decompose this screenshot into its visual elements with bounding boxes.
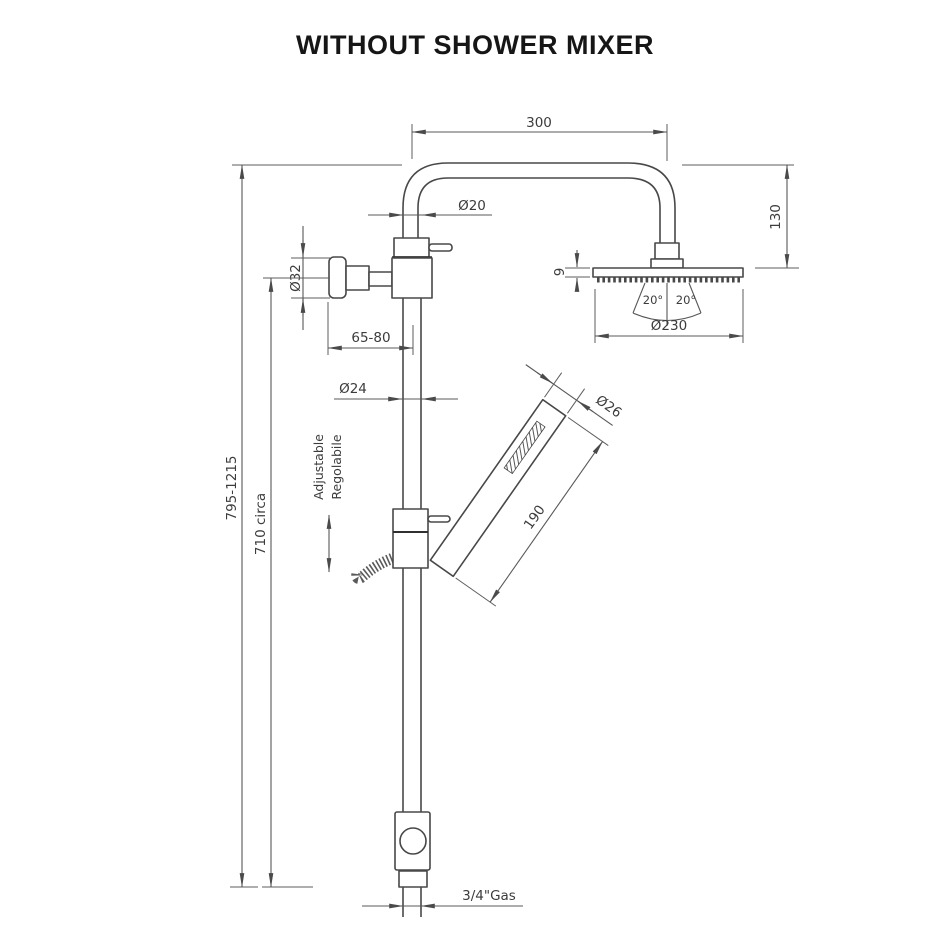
dim-label-wall-clearance: 65-80: [351, 330, 390, 346]
dim-label-overall-height: 795-1215: [224, 456, 240, 521]
dim-label-head-thickness: 9: [552, 268, 568, 277]
dim-label-column-height: 710 circa: [253, 493, 269, 555]
dim-label-spray-angle-right: 20°: [676, 293, 696, 307]
dim-label-head-diameter: Ø230: [651, 318, 687, 334]
dim-label-arm-pipe-diameter: Ø20: [458, 198, 486, 214]
page-title: WITHOUT SHOWER MIXER: [296, 30, 654, 60]
handset-body: [429, 398, 567, 578]
head-connector-lower: [650, 258, 684, 269]
wall-bracket: [328, 256, 393, 299]
riser-column: [391, 237, 453, 812]
diverter-valve: [394, 811, 431, 917]
dim-label-inlet-connection: 3/4"Gas: [462, 888, 516, 904]
top-collar: [393, 237, 430, 258]
slider-bracket: [392, 508, 429, 569]
hand-shower: Ø26 190: [429, 364, 625, 607]
spray-fan: 20° 20°: [632, 282, 702, 326]
collar-pin: [428, 243, 453, 252]
dim-column-height: 710 circa: [253, 277, 330, 888]
dim-label-head-drop: 130: [768, 204, 784, 230]
dim-label-arm-reach: 300: [526, 115, 552, 131]
valve-knob: [399, 827, 427, 855]
shower-head: 20° 20°: [592, 242, 744, 326]
label-adjustable-it: Regolabile: [329, 434, 344, 499]
dim-head-drop: 130: [682, 164, 799, 269]
dim-label-handset-length: 190: [521, 502, 549, 532]
note-adjustable: Adjustable Regolabile: [311, 434, 344, 573]
dim-head-diameter: Ø230: [594, 289, 744, 343]
label-adjustable-en: Adjustable: [311, 434, 326, 500]
upper-body: [391, 257, 433, 299]
dim-label-spray-angle-left: 20°: [643, 293, 663, 307]
dim-inlet-connection: 3/4"Gas: [362, 888, 523, 909]
bracket-pipe: [368, 271, 393, 287]
dim-label-handset-diameter: Ø26: [593, 392, 625, 421]
inlet-nut: [398, 870, 428, 888]
dim-head-thickness: 9: [552, 250, 590, 292]
bracket-cylinder: [345, 265, 370, 291]
head-plate: [592, 267, 744, 278]
dim-column-diameter: Ø24: [334, 381, 458, 402]
shower-arm: [402, 162, 676, 243]
dim-wall-clearance: 65-80: [327, 302, 414, 355]
head-connector-upper: [654, 242, 680, 260]
dim-label-column-diameter: Ø24: [339, 381, 367, 397]
dim-overall-height: 795-1215: [224, 164, 402, 888]
dim-arm-reach: 300: [411, 115, 668, 161]
dim-arm-pipe-diameter: Ø20: [368, 198, 492, 218]
slider-pin: [427, 515, 451, 523]
wall-flange: [328, 256, 347, 299]
